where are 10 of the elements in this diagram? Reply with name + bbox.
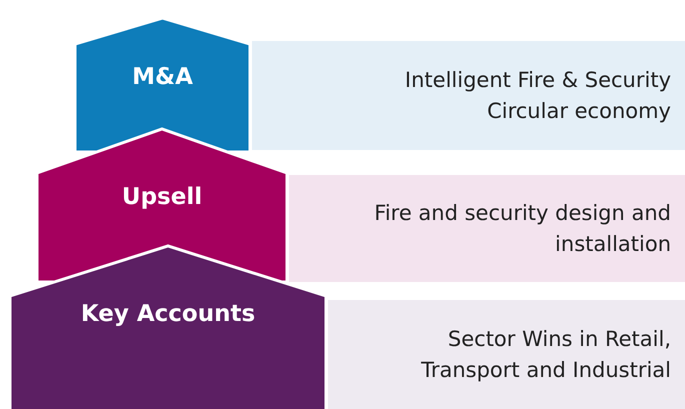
description-band <box>289 175 685 282</box>
tier-label: Key Accounts <box>80 301 256 327</box>
tier-label: M&A <box>132 64 193 90</box>
description-text: Sector Wins in Retail, Transport and Industrial <box>420 326 671 384</box>
description-text: Circular economy <box>487 98 671 124</box>
tier-label: Upsell <box>122 184 202 210</box>
description-band <box>252 41 685 150</box>
chevron-shape <box>8 244 328 409</box>
description-text: Intelligent Fire & Security <box>404 67 671 94</box>
description-text: Fire and security design and installation <box>373 200 671 258</box>
